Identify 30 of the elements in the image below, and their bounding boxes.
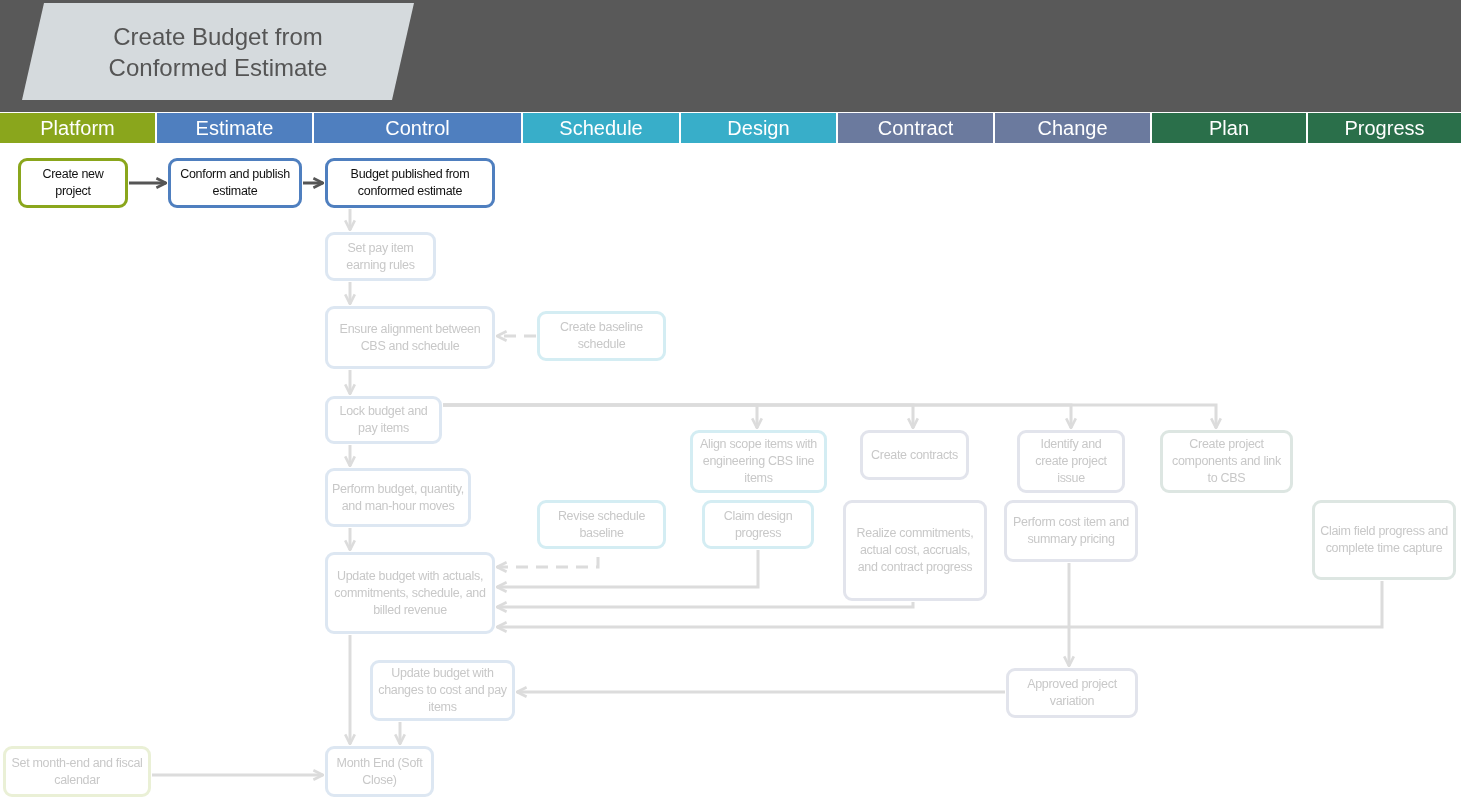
process-box: Create new project	[18, 158, 128, 208]
arrow	[515, 685, 1005, 699]
arrow	[129, 176, 168, 190]
arrow	[343, 209, 357, 232]
lane-header: Control	[314, 113, 521, 143]
process-box: Budget published from conformed estimate	[325, 158, 495, 208]
arrow	[343, 370, 357, 396]
arrow	[495, 581, 1384, 634]
lane-header: Platform	[0, 113, 155, 143]
arrow	[303, 176, 325, 190]
arrow	[495, 550, 760, 594]
arrow	[343, 282, 357, 306]
arrow	[1062, 563, 1076, 668]
arrow	[152, 768, 325, 782]
arrow	[495, 600, 915, 614]
lane-header: Change	[995, 113, 1150, 143]
title-banner: Create Budget from Conformed Estimate	[22, 3, 414, 100]
arrow	[343, 635, 357, 746]
lane-header: Plan	[1152, 113, 1306, 143]
arrow	[495, 557, 600, 574]
lane-header: Schedule	[523, 113, 679, 143]
lane-header: Estimate	[157, 113, 312, 143]
process-box: Conform and publish estimate	[168, 158, 302, 208]
arrow	[343, 528, 357, 552]
lane-header: Contract	[838, 113, 993, 143]
lane-header: Progress	[1308, 113, 1461, 143]
lane-header: Design	[681, 113, 836, 143]
arrow	[393, 722, 407, 746]
arrow	[495, 329, 536, 343]
arrow	[343, 445, 357, 468]
